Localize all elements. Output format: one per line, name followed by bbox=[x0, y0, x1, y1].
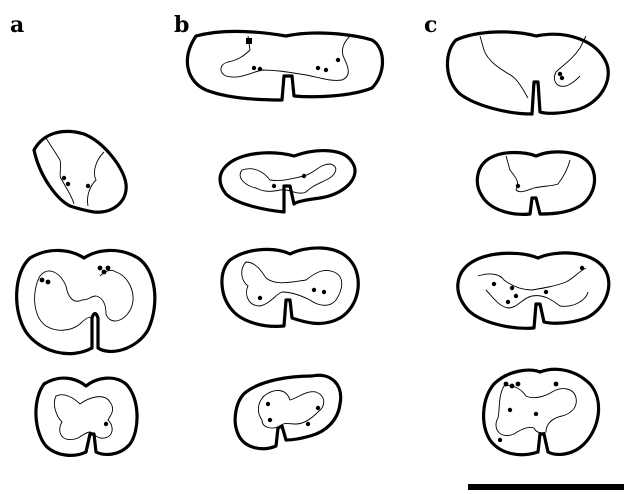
section-b1 bbox=[187, 31, 382, 100]
section-a1 bbox=[34, 131, 126, 212]
section-c1 bbox=[447, 32, 608, 114]
section-c4 bbox=[484, 369, 599, 454]
section-b4 bbox=[235, 375, 341, 448]
section-b3 bbox=[222, 248, 358, 326]
scale-bar bbox=[468, 484, 624, 490]
section-a3 bbox=[36, 378, 137, 455]
section-c3 bbox=[458, 253, 609, 328]
section-a2 bbox=[17, 250, 155, 353]
section-b2 bbox=[220, 151, 355, 212]
section-c2 bbox=[477, 152, 594, 214]
